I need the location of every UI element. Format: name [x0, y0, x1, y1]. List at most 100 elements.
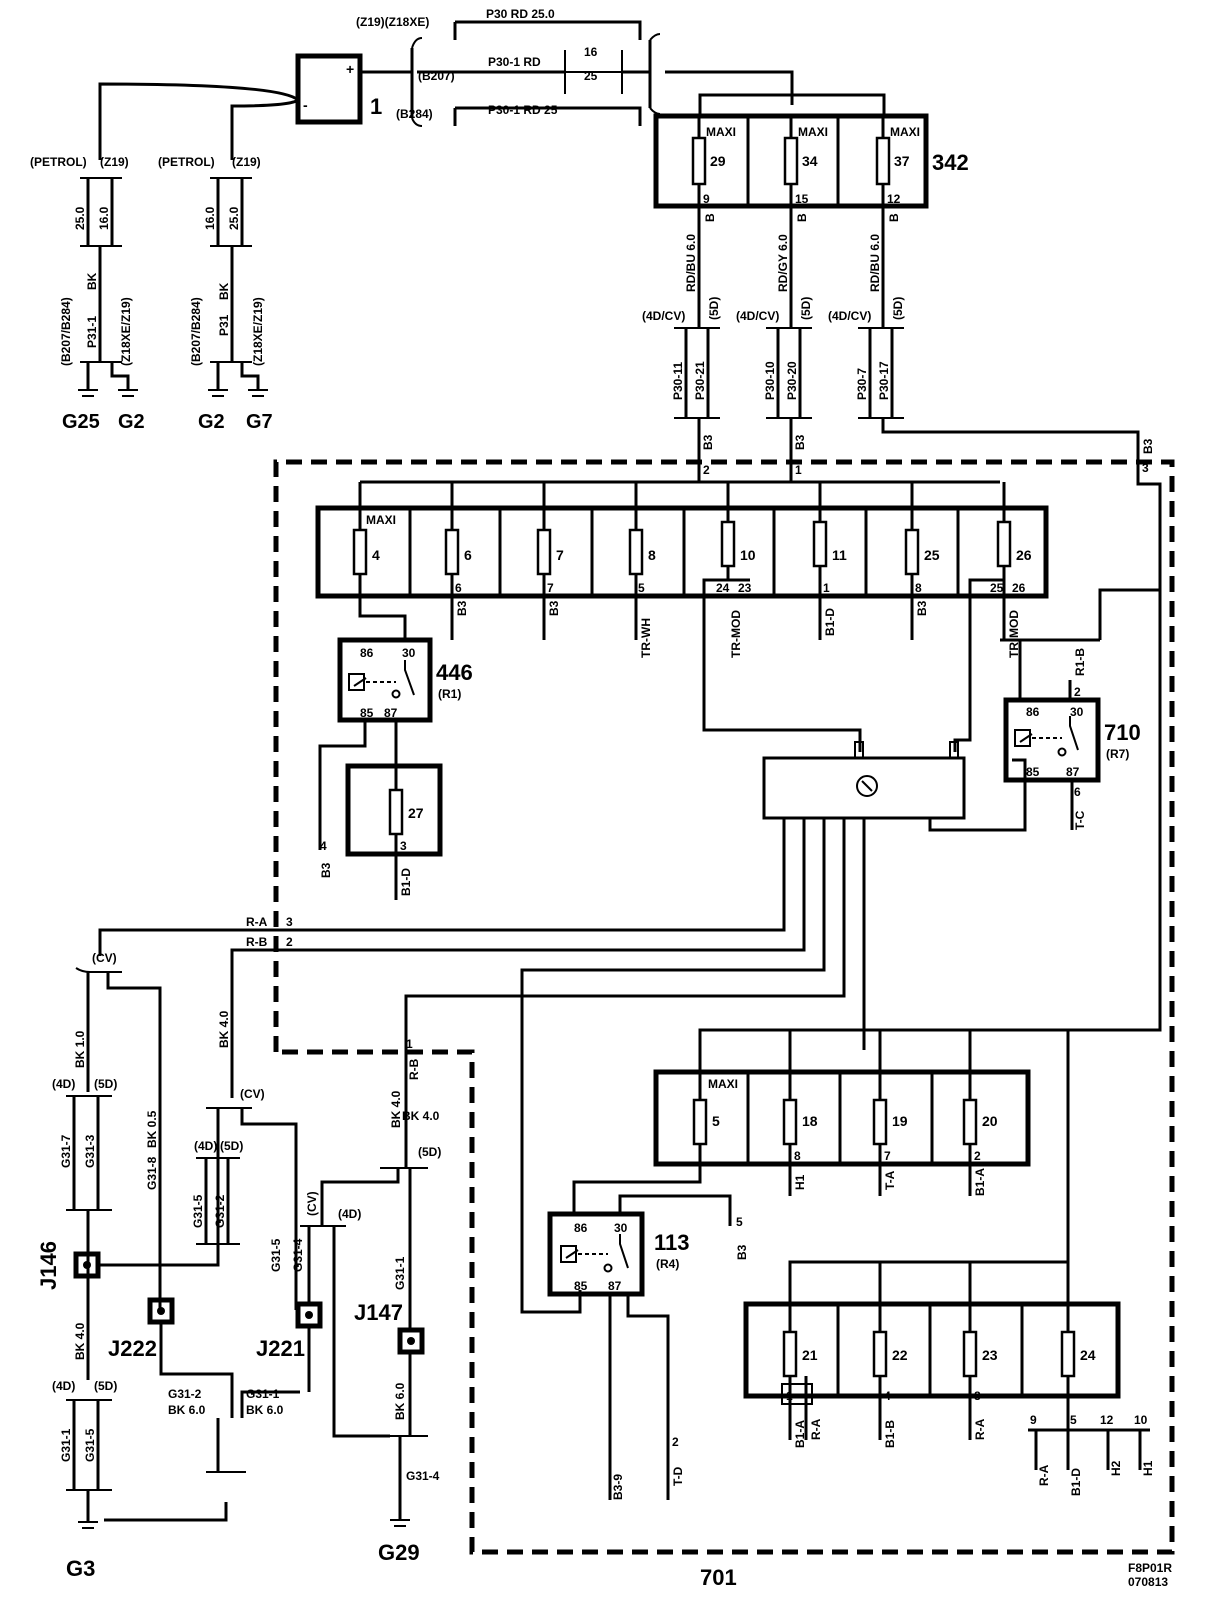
relay710-tc: T-C: [1073, 810, 1087, 830]
relay446-p30: 30: [402, 646, 416, 660]
mid-g315: G31-5: [191, 1194, 205, 1228]
fuse-22: [872, 1330, 888, 1378]
fuse-18-label: 18: [802, 1113, 818, 1129]
gnd1-size2: 16.0: [97, 206, 111, 230]
right-bk40: BK 4.0: [402, 1109, 440, 1123]
gnd2-bk: BK: [217, 282, 231, 300]
fuse-20-label: 20: [982, 1113, 998, 1129]
box342-pin3: 12: [887, 192, 901, 206]
battery-id: 1: [370, 94, 382, 119]
c342-3a: P30-7: [855, 368, 869, 400]
left-bk05: BK 0.5: [145, 1110, 159, 1148]
fuse-19: [872, 1098, 888, 1146]
box2124-pin-4: 4: [884, 1389, 891, 1403]
box2124-pin-8: 8: [974, 1389, 981, 1403]
left-bk40: BK 4.0: [73, 1322, 87, 1360]
relay113-b3pin: 5: [736, 1215, 743, 1229]
box701-out-b1d: B1-D: [823, 608, 837, 636]
box342-pin2: 15: [795, 192, 809, 206]
gnd2-opt2: (Z18XE/Z19): [251, 297, 265, 366]
right-bk40-lbl: BK 4.0: [389, 1090, 403, 1128]
relay113-td: T-D: [671, 1466, 685, 1486]
fuse-21: [782, 1330, 798, 1378]
w342-4dcv-2: (4D/CV): [736, 309, 779, 323]
box2124-bout-h2: H2: [1109, 1460, 1123, 1476]
left-g311c: BK 6.0: [246, 1403, 284, 1417]
top-z19: (Z19)(Z18XE): [356, 15, 429, 29]
fuse27-label: 27: [408, 805, 424, 821]
fuse-7-label: 7: [556, 547, 564, 563]
relay113-p86: 86: [574, 1221, 588, 1235]
box342-id: 342: [932, 150, 969, 175]
box2124-out-b1a: B1-A: [793, 1420, 807, 1448]
box2124-bpin-9: 9: [1030, 1413, 1037, 1427]
mid-4d-b: (4D): [338, 1207, 361, 1221]
left-bk10: BK 1.0: [73, 1030, 87, 1068]
fuse-34: [783, 136, 799, 186]
rb2-pin: 1: [406, 1037, 413, 1051]
gnd2-size2: 25.0: [227, 206, 241, 230]
mid-4d: (4D): [194, 1139, 217, 1153]
right-g314: G31-4: [406, 1469, 440, 1483]
box342-pin1: 9: [703, 192, 710, 206]
module-701-outline: [273, 459, 1175, 1555]
mid-5d: (5D): [220, 1139, 243, 1153]
top-b284: (B284): [396, 107, 433, 121]
footer-code2: 070813: [1128, 1575, 1168, 1589]
fuse-11: [812, 520, 828, 568]
relay-446: [337, 637, 433, 723]
motor-icon: [856, 775, 878, 797]
gnd1-bk: BK: [85, 272, 99, 290]
box2124-pin-1: 1: [786, 1389, 793, 1403]
relay113-p85: 85: [574, 1279, 588, 1293]
relay710-p87: 87: [1066, 765, 1080, 779]
box701-out-b3-3: B3: [915, 600, 929, 616]
box701-maxi: MAXI: [366, 513, 396, 527]
gnd1-g2: G2: [118, 411, 145, 433]
fuse-10: [720, 520, 736, 568]
box701-out-trmod1: TR-MOD: [729, 610, 743, 658]
box520-out-h1: H1: [793, 1174, 807, 1190]
fusebox-lower-top: [653, 1069, 1031, 1167]
box701-pin-1: 1: [823, 581, 830, 595]
box342-b3: B: [887, 213, 901, 222]
relay446-p86: 86: [360, 646, 374, 660]
relay113-p87: 87: [608, 1279, 622, 1293]
fuse-5: [692, 1098, 708, 1146]
box520-pin-8: 8: [794, 1149, 801, 1163]
box520-out-ta: T-A: [883, 1170, 897, 1190]
c342-n2: 1: [795, 463, 802, 477]
c342-1b: P30-21: [693, 361, 707, 400]
battery-minus: -: [303, 97, 308, 113]
relay710-p85: 85: [1026, 765, 1040, 779]
left-g315: G31-5: [83, 1428, 97, 1462]
w342-5d-1: (5D): [707, 297, 721, 320]
left-4d: (4D): [52, 1077, 75, 1091]
gnd1-petrol: (PETROL): [30, 155, 87, 169]
fuse-21-label: 21: [802, 1347, 818, 1363]
box342-b2: B: [795, 213, 809, 222]
fuse-23-label: 23: [982, 1347, 998, 1363]
fuse-20: [962, 1098, 978, 1146]
relay113-tdpin: 2: [672, 1435, 679, 1449]
fuse-29-label: 29: [710, 153, 726, 169]
relay710-p30: 30: [1070, 705, 1084, 719]
fuse-4: [352, 528, 368, 576]
relay710-id: 710: [1104, 720, 1141, 745]
gnd2-size1: 16.0: [203, 206, 217, 230]
c342-b3-3: B3: [1141, 438, 1155, 454]
box520-pin-2: 2: [974, 1149, 981, 1163]
relay446-sub: (R1): [438, 687, 461, 701]
gnd1-wire: P31-1: [85, 316, 99, 348]
right-g311: G31-1: [393, 1256, 407, 1290]
c342-2a: P30-10: [763, 361, 777, 400]
mid-bk40: BK 4.0: [217, 1010, 231, 1048]
ra-label: R-A: [246, 915, 268, 929]
c342-2b: P30-20: [785, 361, 799, 400]
left-5d-b: (5D): [94, 1379, 117, 1393]
box701-pin-26: 26: [1012, 581, 1026, 595]
fuse-25: [904, 528, 920, 576]
fuse-22-label: 22: [892, 1347, 908, 1363]
fuse-8: [628, 528, 644, 576]
box701-pin-24: 24: [716, 581, 730, 595]
